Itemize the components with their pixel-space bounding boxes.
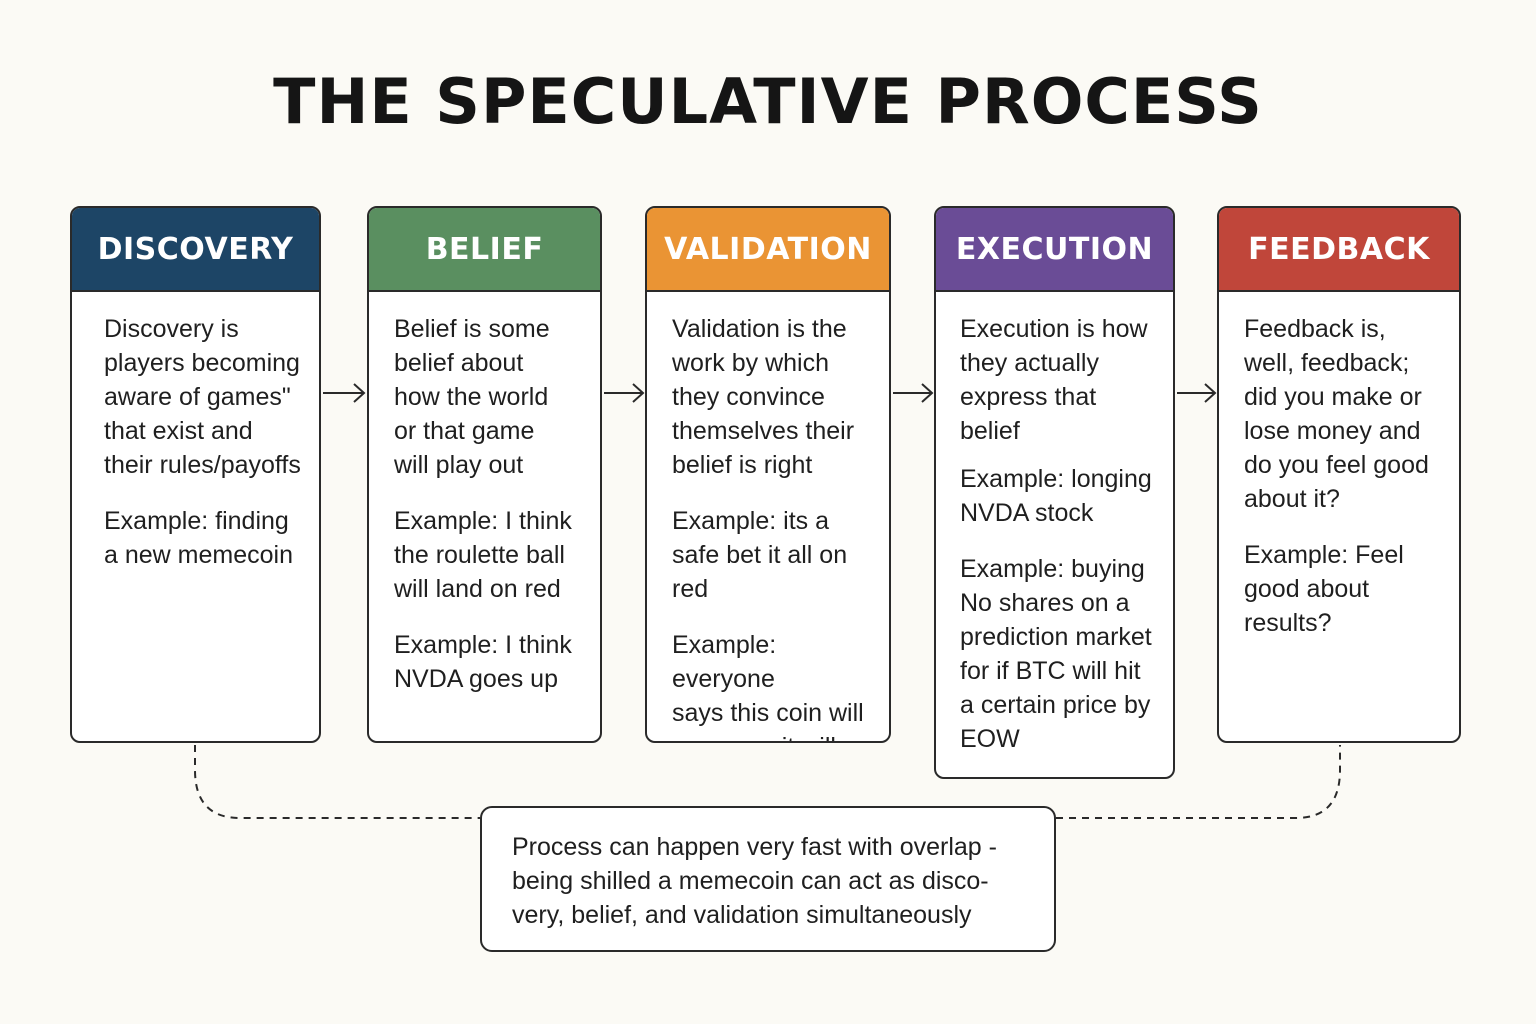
stage-execution-header: EXECUTION [936,208,1173,292]
arrow-right-icon [893,383,934,403]
stage-feedback-body: Feedback is,well, feedback;did you make … [1219,292,1459,640]
stage-description: Feedback is,well, feedback;did you make … [1244,315,1429,513]
overlap-note: Process can happen very fast with overla… [480,806,1056,952]
stage-feedback-header: FEEDBACK [1219,208,1459,292]
arrow-right-icon [1177,383,1217,403]
diagram-title: THE SPECULATIVE PROCESS [273,65,1263,138]
stage-discovery-header: DISCOVERY [72,208,319,292]
stage-validation-header: VALIDATION [647,208,889,292]
arrow-right-icon [323,383,366,403]
stage-belief-header: BELIEF [369,208,600,292]
arrow-right-icon [604,383,645,403]
stage-feedback: FEEDBACK Feedback is,well, feedback;did … [1217,206,1461,743]
